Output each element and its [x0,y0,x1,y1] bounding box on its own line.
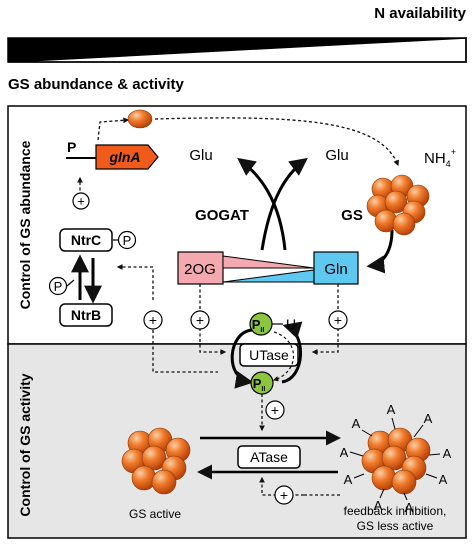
gs-to-gln-arrow [366,229,394,274]
expression-arrow [97,117,130,141]
gs-dodecamer-adenylylated [361,427,431,495]
nh4-label: NH4+ [424,147,456,169]
plus-sign-ntrb: + [149,312,157,328]
pii-uridylylation-arc-left [230,328,254,389]
inhibited-caption-line2: GS less active [357,519,434,533]
utase-box [239,343,299,367]
promoter-label: P [67,139,76,155]
plus-circle-gln [328,310,348,330]
adenylyl-a-8: A [374,498,383,513]
ntrb-phospho-label: P [54,279,63,294]
pii-deuridylylation-arc-right [281,321,303,384]
ntrb-phospho-bond [66,279,75,287]
ntrb-label: NtrB [71,307,101,323]
gs-abundance-activity-label: GS abundance & activity [8,76,185,93]
glna-gene-label: glnA [108,149,140,165]
atase-label: ATase [250,449,288,465]
adenylyl-a-6: A [344,472,353,487]
gogat-label: GOGAT [195,207,249,224]
glu-left-label: Glu [189,147,212,164]
adenylyl-a-2: A [387,402,396,417]
plus-sign-atase: + [280,487,288,503]
adenylyl-a-4: A [340,445,349,460]
ntrb-phospho-circle [48,276,68,296]
ntrc-label: NtrC [71,232,101,248]
two-og-box [177,251,224,285]
glu-to-gs-arc [260,157,308,251]
abundance-section-label: Control of GS abundance [17,140,33,309]
glu-right-label: Glu [325,147,348,164]
plus-circle-og [190,310,210,330]
n-availability-bar [7,37,467,63]
pii-top-p: PII [252,317,265,334]
gs-active-caption: GS active [129,507,181,521]
adenylyl-a-7: A [439,472,448,487]
ntrc-box [59,228,113,252]
adenylyl-a-9: A [405,500,414,515]
glna-gene-arrow [95,144,159,170]
activity-section-label: Control of GS activity [17,373,33,516]
gs-dodecamer-active [121,427,191,495]
gln-to-utase-arrow [311,284,339,355]
plus-sign-og: + [196,312,204,328]
plus-circle-pii-atase [265,400,285,420]
signal-to-ntrb-arrow [116,264,154,300]
utase-label: UTase [249,347,289,363]
plus-circle-atase [274,485,294,505]
ntrc-phospho-circle [117,230,137,250]
adenylyl-a-1: A [352,416,361,431]
plus-circle-ntrc [72,192,90,210]
plus-sign-gln: + [334,312,342,328]
two-og-label: 2OG [184,261,216,278]
gs-label: GS [341,207,363,224]
atase-box [237,445,301,469]
adenylyl-a-5: A [443,446,452,461]
adenylyl-bonds [349,417,441,501]
gogat-to-glu-arc [237,157,287,251]
gln-box [313,251,359,285]
plus-sign-ntrc: + [77,194,85,209]
assembly-arrow [154,117,399,167]
inhibited-caption-line1: feedback inhibition, [344,504,447,518]
plus-circle-ntrb [143,310,163,330]
gln-label: Gln [324,261,347,278]
ntrc-phospho-label: P [123,233,132,248]
pii-to-ntrb-line [152,330,218,373]
plus-sign-pii-atase: + [271,402,279,418]
ntrb-box [59,303,113,327]
og-to-utase-arrow [199,284,227,355]
pii-bottom-p: PII [253,376,266,393]
pii-u-label: U [286,316,296,332]
adenylyl-a-3: A [424,411,433,426]
gs-dodecamer-top [366,174,430,236]
n-availability-label: N availability [374,5,466,22]
pii-u-to-pii-dashed [272,331,295,382]
og-wedge [222,255,315,269]
gs-monomer [127,109,153,129]
